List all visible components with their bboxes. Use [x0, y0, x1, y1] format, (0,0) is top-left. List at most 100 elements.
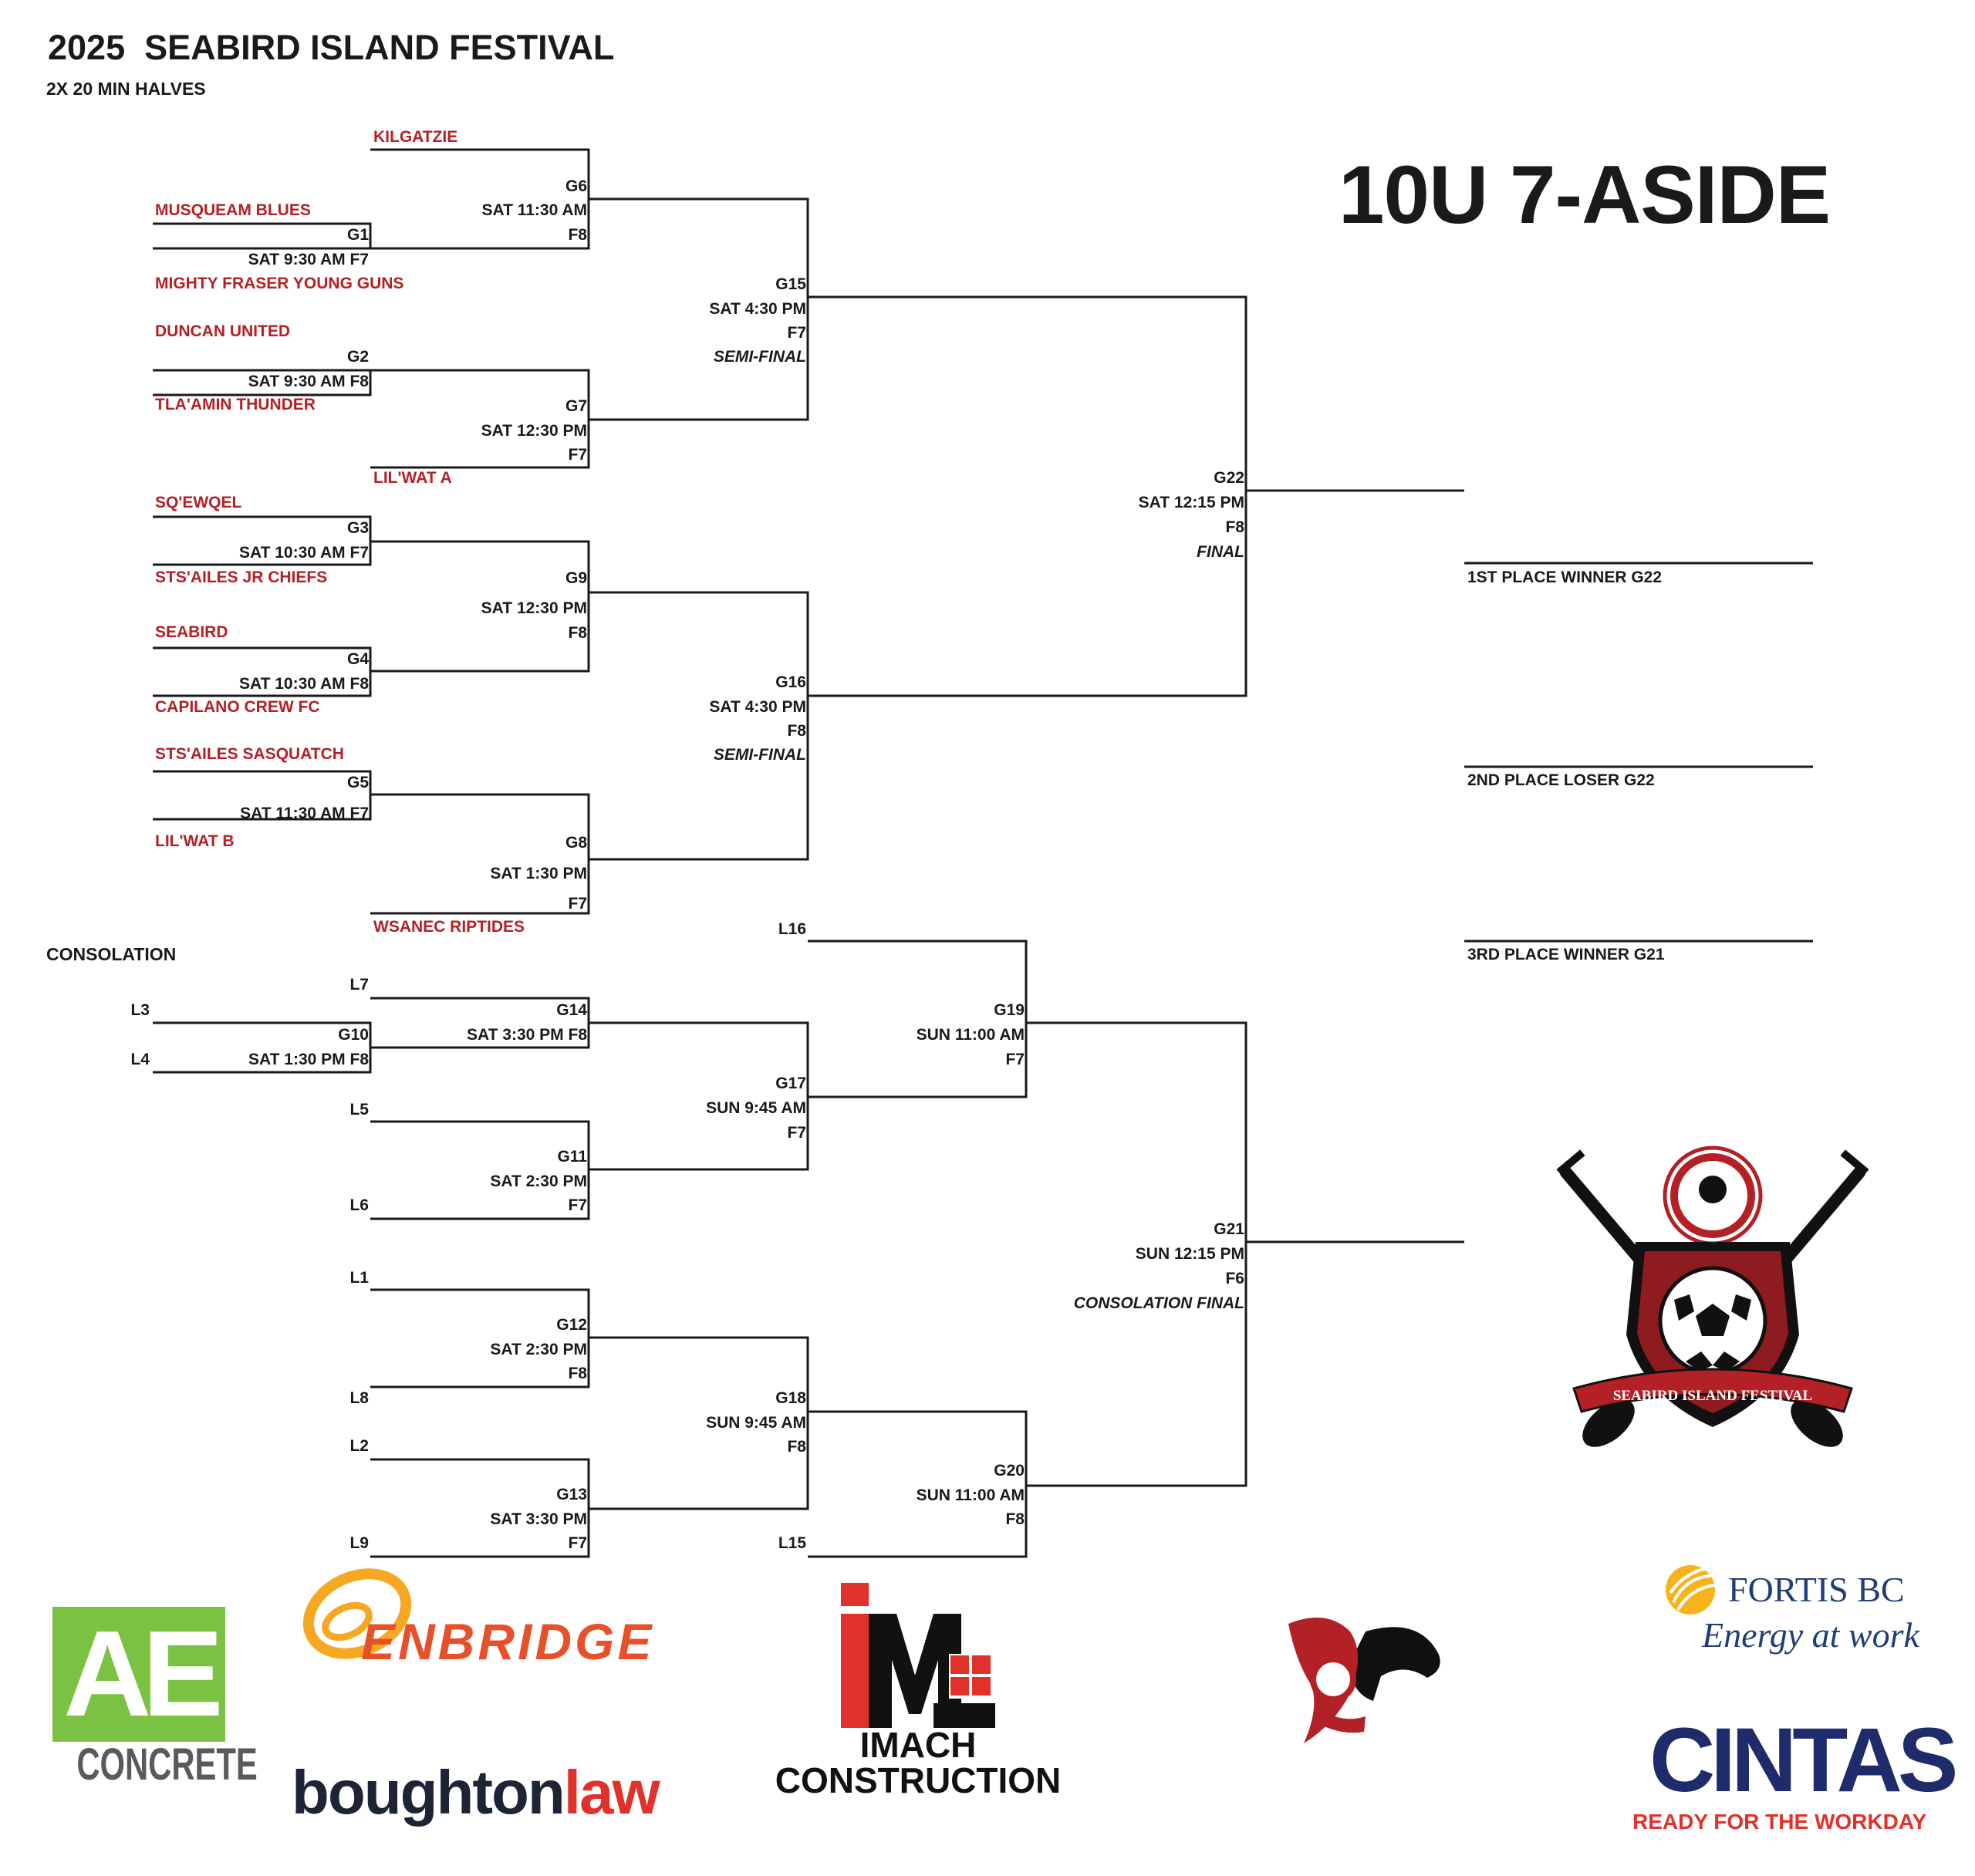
team-wsanec-riptides: WSANEC RIPTIDES	[373, 918, 525, 936]
team-seabird: SEABIRD	[155, 623, 228, 641]
game-g9-id: G9	[565, 569, 587, 587]
line-g16	[589, 591, 809, 861]
enbridge-swirl-icon	[302, 1568, 412, 1659]
game-g16-field: F8	[787, 722, 806, 740]
team-musqueam-blues: MUSQUEAM BLUES	[155, 201, 311, 219]
game-g6-field: F8	[568, 226, 587, 244]
game-g8-time: SAT 1:30 PM	[490, 865, 587, 882]
page-title: 2025 SEABIRD ISLAND FESTIVAL	[48, 28, 615, 67]
team-duncan-united: DUNCAN UNITED	[155, 322, 290, 340]
game-g9-field: F8	[568, 624, 587, 642]
game-g3-info: SAT 10:30 AM F7	[238, 544, 369, 562]
slot-l1: L1	[349, 1269, 369, 1287]
game-g13-id: G13	[556, 1486, 587, 1503]
game-g6-id: G6	[565, 177, 587, 195]
game-g22-id: G22	[1214, 469, 1244, 487]
game-g7-field: F7	[568, 446, 587, 464]
game-g13-field: F7	[568, 1534, 587, 1552]
ae-concrete-word: CONCRETE	[76, 1739, 258, 1790]
game-g18-time: SUN 9:45 AM	[706, 1414, 806, 1432]
ae-concrete-logo: AE	[52, 1607, 225, 1742]
game-g22-time: SAT 12:15 PM	[1138, 494, 1244, 511]
game-g17-field: F7	[787, 1124, 806, 1142]
game-g11-id: G11	[557, 1148, 587, 1166]
game-g12-id: G12	[556, 1316, 587, 1334]
game-g6-time: SAT 11:30 AM	[481, 201, 587, 219]
placement-first: 1ST PLACE WINNER G22	[1467, 569, 1663, 586]
page-subtitle: 2X 20 MIN HALVES	[46, 79, 206, 99]
ae-logo-mark: AE	[63, 1606, 224, 1742]
line-g11	[370, 1120, 590, 1220]
game-g22-stage: FINAL	[1197, 543, 1244, 561]
game-g7-id: G7	[565, 397, 587, 415]
game-g3-id: G3	[346, 519, 369, 537]
game-g1-info: SAT 9:30 AM F7	[248, 251, 369, 268]
game-g10-info: SAT 1:30 PM F8	[248, 1051, 369, 1068]
team-stsailes-sasquatch: STS'AILES SASQUATCH	[155, 745, 344, 763]
enbridge-logo: ENBRIDGE	[361, 1613, 655, 1670]
line-g6	[370, 148, 590, 250]
slot-l15: L15	[778, 1534, 806, 1552]
game-g2-id: G2	[346, 348, 369, 366]
line-g17	[589, 1021, 809, 1171]
game-g20-id: G20	[994, 1462, 1025, 1480]
game-g4-info: SAT 10:30 AM F8	[238, 675, 369, 693]
slot-l8: L8	[349, 1389, 369, 1407]
seabird-eagle-icon	[1288, 1618, 1440, 1743]
game-g21-field: F6	[1225, 1270, 1244, 1287]
game-g7-time: SAT 12:30 PM	[481, 422, 587, 440]
team-lilwat-a: LIL'WAT A	[373, 469, 452, 487]
game-g16-stage: SEMI-FINAL	[713, 746, 806, 764]
game-g11-time: SAT 2:30 PM	[490, 1172, 587, 1190]
imach-word-b: CONSTRUCTION	[775, 1760, 1062, 1800]
team-sqewqel: SQ'EWQEL	[155, 494, 242, 511]
game-g18-field: F8	[787, 1438, 806, 1456]
game-g21-time: SUN 12:15 PM	[1135, 1245, 1244, 1263]
game-g15-field: F7	[787, 324, 806, 342]
game-g12-field: F8	[568, 1365, 587, 1382]
game-g4-id: G4	[346, 650, 369, 668]
game-g19-id: G19	[994, 1001, 1025, 1019]
game-g5-id: G5	[346, 774, 369, 791]
game-g1-id: G1	[346, 226, 369, 244]
line-g21	[1026, 1021, 1247, 1487]
game-g17-time: SUN 9:45 AM	[706, 1099, 806, 1117]
line-g15	[589, 197, 809, 421]
line-g19	[808, 940, 1028, 1098]
game-g17-id: G17	[775, 1075, 806, 1092]
slot-l5: L5	[349, 1101, 369, 1119]
line-g1	[153, 222, 372, 250]
boughtonlaw-logo: boughtonlaw	[292, 1757, 660, 1828]
line-g7	[370, 369, 590, 469]
fortisbc-tagline: Energy at work	[1702, 1615, 1919, 1655]
consolation-label: CONSOLATION	[46, 944, 177, 964]
line-g20	[808, 1410, 1028, 1558]
game-g15-time: SAT 4:30 PM	[709, 300, 806, 318]
game-g2-info: SAT 9:30 AM F8	[248, 373, 369, 390]
team-capilano-crew: CAPILANO CREW FC	[155, 698, 320, 716]
line-g12	[370, 1288, 590, 1388]
game-g11-field: F7	[568, 1196, 587, 1214]
slot-l3: L3	[130, 1001, 150, 1019]
game-g15-stage: SEMI-FINAL	[713, 348, 806, 366]
imach-word-a: IMACH	[859, 1725, 977, 1765]
boughtonlaw-part-b: law	[563, 1758, 660, 1827]
imach-mark-icon	[841, 1583, 995, 1728]
boughtonlaw-part-a: boughton	[292, 1758, 565, 1827]
game-g19-time: SUN 11:00 AM	[916, 1026, 1025, 1044]
game-g21-stage: CONSOLATION FINAL	[1073, 1294, 1244, 1312]
game-g15-id: G15	[775, 275, 806, 293]
slot-l4: L4	[130, 1051, 150, 1068]
game-g5-info: SAT 11:30 AM F7	[240, 805, 369, 822]
game-g14-info: SAT 3:30 PM F8	[467, 1026, 587, 1044]
game-g19-field: F7	[1005, 1051, 1025, 1068]
slot-l2: L2	[349, 1437, 369, 1455]
line-g22	[808, 295, 1247, 697]
game-g20-field: F8	[1005, 1510, 1025, 1528]
game-g16-id: G16	[775, 673, 806, 691]
game-g12-time: SAT 2:30 PM	[490, 1341, 587, 1358]
festival-badge-text: SEABIRD ISLAND FESTIVAL	[1613, 1388, 1812, 1404]
game-g22-field: F8	[1225, 518, 1244, 536]
cintas-tagline: READY FOR THE WORKDAY	[1632, 1810, 1927, 1834]
game-g8-field: F7	[568, 895, 587, 913]
